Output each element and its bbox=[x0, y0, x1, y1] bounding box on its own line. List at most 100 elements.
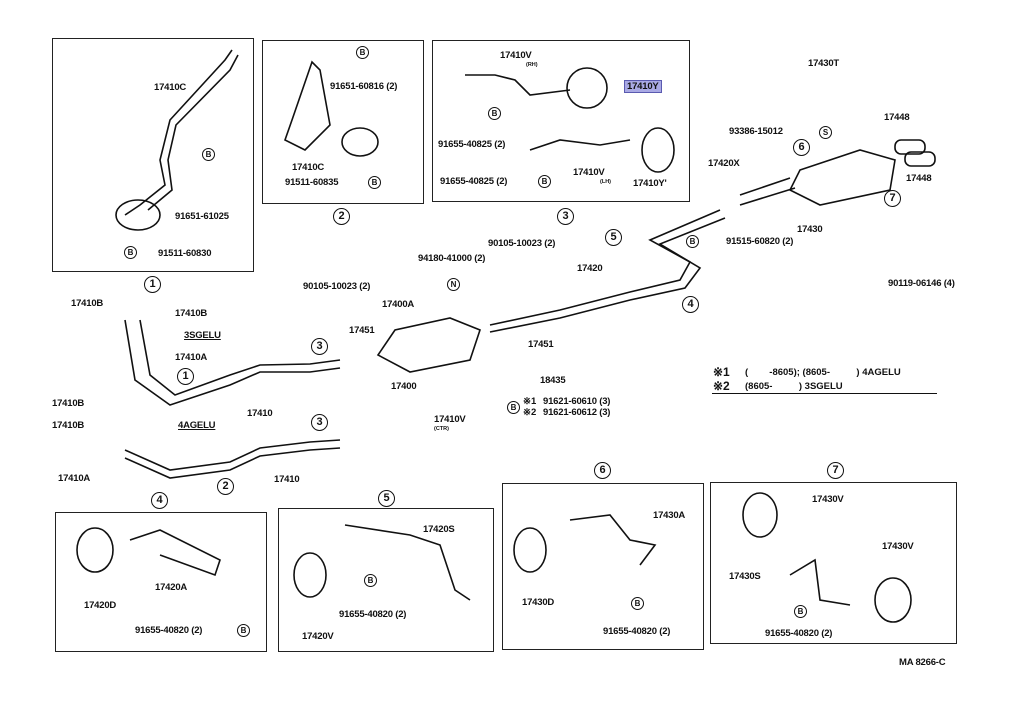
detail-ref-4[interactable]: 4 bbox=[682, 296, 699, 313]
detail-ref-3[interactable]: 3 bbox=[557, 208, 574, 225]
part-label[interactable]: 17420 bbox=[577, 263, 603, 274]
highlighted-part-label[interactable]: 17410Y bbox=[624, 80, 662, 93]
part-label[interactable]: 17410V bbox=[500, 50, 532, 61]
bolt-b-icon: B bbox=[364, 574, 377, 587]
detail-ref-5[interactable]: 5 bbox=[605, 229, 622, 246]
detail-ref-3[interactable]: 3 bbox=[311, 338, 328, 355]
part-label[interactable]: 17448 bbox=[884, 112, 910, 123]
part-label[interactable]: 91655-40825 (2) bbox=[438, 139, 506, 150]
spring-s-icon: S bbox=[819, 126, 832, 139]
note-2-text: (8605- ) 3SGELU bbox=[745, 381, 843, 392]
part-label[interactable]: 91621-60612 (3) bbox=[543, 407, 611, 418]
part-label[interactable]: 91511-60830 bbox=[158, 248, 212, 259]
hanger-rh-drawing bbox=[465, 74, 571, 96]
panel-3-frame bbox=[432, 40, 690, 202]
part-label[interactable]: 93386-15012 bbox=[729, 126, 783, 137]
bolt-b-icon: B bbox=[202, 148, 215, 161]
part-label[interactable]: 17420A bbox=[155, 582, 188, 593]
part-label[interactable]: 17420V bbox=[302, 631, 334, 642]
part-label[interactable]: 17410Y' bbox=[633, 178, 667, 189]
part-label[interactable]: 17430 bbox=[797, 224, 823, 235]
converter-drawing bbox=[376, 317, 481, 373]
part-label[interactable]: 17430V bbox=[882, 541, 914, 552]
note-1-text: ( -8605); (8605- ) 4AGELU bbox=[745, 367, 901, 378]
panel-4-frame bbox=[55, 512, 267, 652]
part-label[interactable]: 17430T bbox=[808, 58, 840, 69]
part-sublabel: (RH) bbox=[526, 62, 538, 68]
part-label[interactable]: 17400A bbox=[382, 299, 415, 310]
panel-7-frame bbox=[710, 482, 957, 644]
part-label[interactable]: 18435 bbox=[540, 375, 566, 386]
part-label[interactable]: 17430V bbox=[812, 494, 844, 505]
part-label[interactable]: 90105-10023 (2) bbox=[488, 238, 556, 249]
front-pipe-bottom-drawing bbox=[124, 439, 341, 471]
part-label[interactable]: 17410B bbox=[175, 308, 208, 319]
note-1-mark: ※1 bbox=[713, 365, 730, 379]
panel-1-frame bbox=[52, 38, 254, 272]
part-label[interactable]: 91655-40825 (2) bbox=[440, 176, 508, 187]
part-label[interactable]: 91651-60816 (2) bbox=[330, 81, 398, 92]
part-label[interactable]: 17420S bbox=[423, 524, 455, 535]
detail-ref-6[interactable]: 6 bbox=[793, 139, 810, 156]
hanger-lh-drawing bbox=[529, 139, 631, 151]
part-label[interactable]: 17451 bbox=[349, 325, 375, 336]
front-pipe-top-drawing bbox=[124, 319, 341, 406]
part-label[interactable]: 17430D bbox=[522, 597, 555, 608]
detail-ref-3[interactable]: 3 bbox=[311, 414, 328, 431]
bolt-b-icon: B bbox=[124, 246, 137, 259]
part-label[interactable]: 17420D bbox=[84, 600, 117, 611]
part-label[interactable]: 91651-61025 bbox=[175, 211, 229, 222]
center-pipe-drawing bbox=[489, 209, 721, 326]
part-label[interactable]: 17430S bbox=[729, 571, 761, 582]
bolt-b-icon: B bbox=[507, 401, 520, 414]
detail-ref-2[interactable]: 2 bbox=[333, 208, 350, 225]
detail-ref-5[interactable]: 5 bbox=[378, 490, 395, 507]
panel-2-frame bbox=[262, 40, 424, 204]
bolt-b-icon: B bbox=[538, 175, 551, 188]
part-label[interactable]: 91621-60610 (3) bbox=[543, 396, 611, 407]
part-label[interactable]: 17410A bbox=[175, 352, 208, 363]
part-label[interactable]: 17410 bbox=[274, 474, 300, 485]
bolt-b-icon: B bbox=[794, 605, 807, 618]
part-label[interactable]: 17410B bbox=[52, 398, 85, 409]
bolt-b-icon: B bbox=[686, 235, 699, 248]
part-label[interactable]: 90105-10023 (2) bbox=[303, 281, 371, 292]
part-label[interactable]: 91511-60835 bbox=[285, 177, 339, 188]
engine-label-4agelu: 4AGELU bbox=[178, 420, 216, 431]
bracket-17410c-drawing bbox=[124, 49, 233, 216]
part-label[interactable]: 91655-40820 (2) bbox=[765, 628, 833, 639]
part-label[interactable]: 17410V bbox=[573, 167, 605, 178]
part-label[interactable]: 17430A bbox=[653, 510, 686, 521]
tail-tip-1-drawing bbox=[894, 139, 926, 155]
part-label[interactable]: 94180-41000 (2) bbox=[418, 253, 486, 264]
detail-ref-4[interactable]: 4 bbox=[151, 492, 168, 509]
detail-ref-1[interactable]: 1 bbox=[144, 276, 161, 293]
part-label[interactable]: 17410A bbox=[58, 473, 91, 484]
part-label[interactable]: 17400 bbox=[391, 381, 417, 392]
part-label[interactable]: 17410C bbox=[154, 82, 187, 93]
ref-mark-2: ※2 bbox=[523, 407, 537, 418]
part-label[interactable]: 91655-40820 (2) bbox=[135, 625, 203, 636]
nut-n-icon: N bbox=[447, 278, 460, 291]
engine-label-3sgelu: 3SGELU bbox=[184, 330, 221, 341]
part-label[interactable]: 17410C bbox=[292, 162, 325, 173]
detail-ref-1[interactable]: 1 bbox=[177, 368, 194, 385]
part-label[interactable]: 17410B bbox=[71, 298, 104, 309]
detail-ref-7[interactable]: 7 bbox=[827, 462, 844, 479]
part-label[interactable]: 91515-60820 (2) bbox=[726, 236, 794, 247]
part-label[interactable]: 17420X bbox=[708, 158, 740, 169]
part-label[interactable]: 17448 bbox=[906, 173, 932, 184]
part-label[interactable]: 17410B bbox=[52, 420, 85, 431]
muffler-drawing bbox=[788, 149, 896, 206]
part-label[interactable]: 90119-06146 (4) bbox=[888, 278, 955, 289]
detail-ref-6[interactable]: 6 bbox=[594, 462, 611, 479]
part-label[interactable]: 17410 bbox=[247, 408, 273, 419]
part-label[interactable]: 17410V bbox=[434, 414, 466, 425]
part-label[interactable]: 91655-40820 (2) bbox=[603, 626, 671, 637]
detail-ref-7[interactable]: 7 bbox=[884, 190, 901, 207]
detail-ref-2[interactable]: 2 bbox=[217, 478, 234, 495]
part-label[interactable]: 17451 bbox=[528, 339, 554, 350]
part-label[interactable]: 91655-40820 (2) bbox=[339, 609, 407, 620]
note-underline bbox=[712, 393, 937, 394]
